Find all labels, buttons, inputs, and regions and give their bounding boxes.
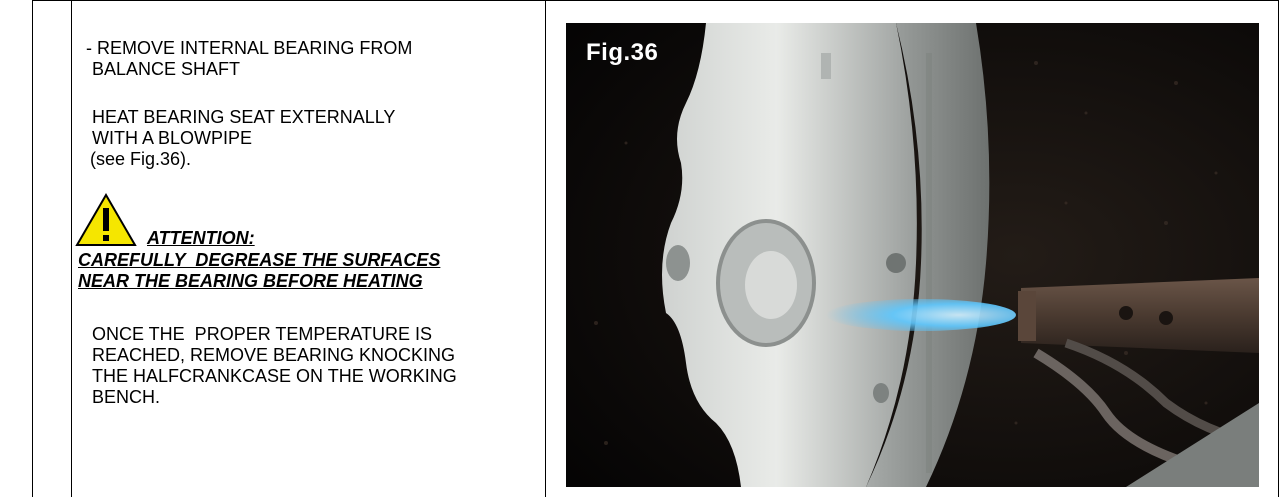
step-remove-line-1: - REMOVE INTERNAL BEARING FROM (86, 38, 413, 58)
attention-line-2: NEAR THE BEARING BEFORE HEATING (78, 271, 423, 291)
table-column-divider-1 (71, 0, 72, 497)
step-remove-line-2: BALANCE SHAFT (92, 59, 241, 79)
step-final-line-2: REACHED, REMOVE BEARING KNOCKING (92, 345, 456, 365)
step-heat-reference: (see Fig.36). (90, 149, 192, 169)
table-top-border (32, 0, 1279, 1)
table-left-border (32, 0, 33, 497)
attention-title: ATTENTION: (147, 228, 255, 248)
warning-triangle-icon (75, 193, 137, 246)
figure-photo: Fig.36 (566, 23, 1259, 487)
step-final-line-1: ONCE THE PROPER TEMPERATURE IS (92, 324, 433, 344)
table-column-divider-2 (545, 0, 546, 497)
step-heat-line-1: HEAT BEARING SEAT EXTERNALLY (92, 107, 396, 127)
step-final-line-3: THE HALFCRANKCASE ON THE WORKING (92, 366, 457, 386)
step-final-line-4: BENCH. (92, 387, 161, 407)
figure-label: Fig.36 (586, 39, 659, 66)
crankcase-photo-illustration (566, 23, 1259, 487)
attention-line-1: CAREFULLY DEGREASE THE SURFACES (78, 250, 441, 270)
step-heat-line-2: WITH A BLOWPIPE (92, 128, 253, 148)
